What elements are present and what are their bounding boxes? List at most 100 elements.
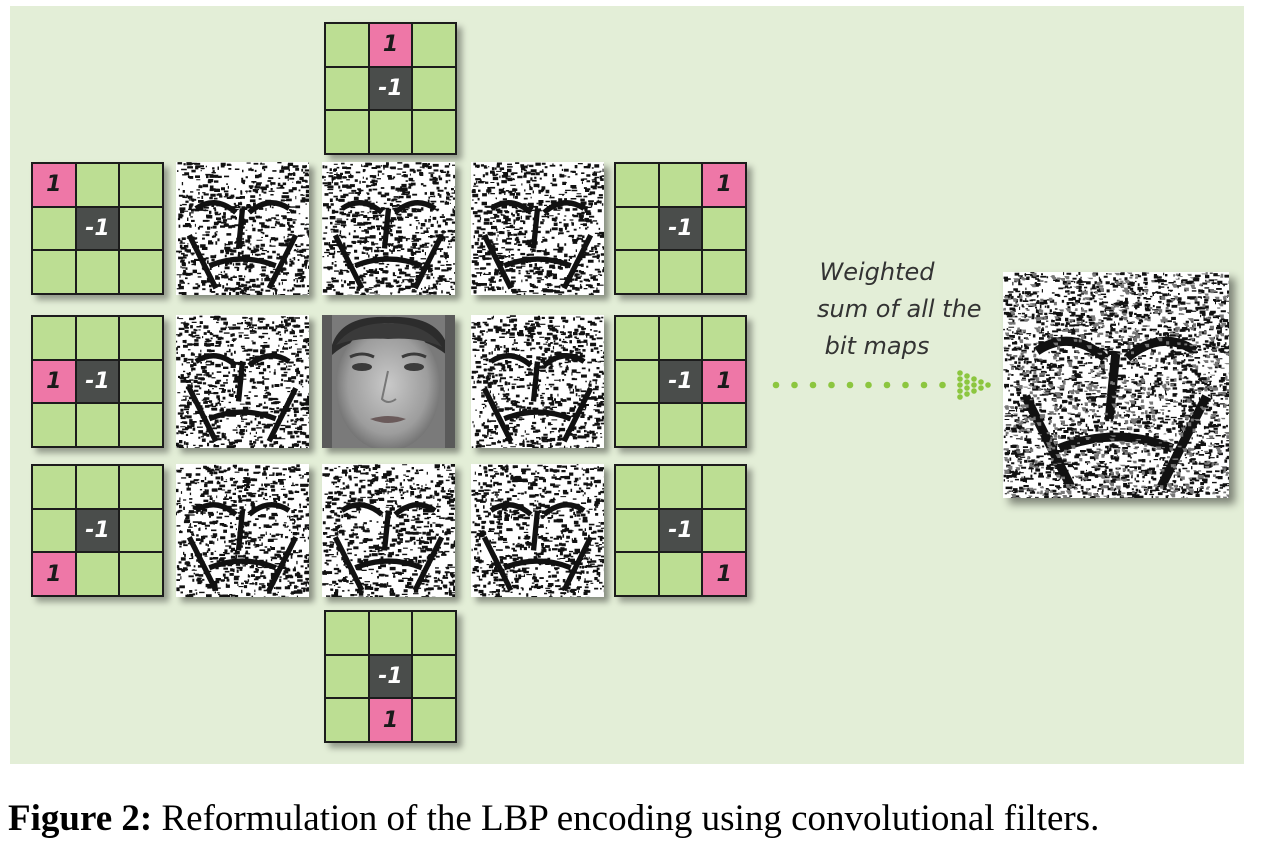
filter-top-right: 1-1 — [614, 162, 747, 295]
filter-cell — [120, 207, 162, 250]
filter-cell — [120, 553, 162, 595]
filter-cell: -1 — [76, 509, 119, 552]
filter-cell — [616, 404, 658, 446]
filter-cell — [616, 317, 658, 359]
filter-cell — [33, 251, 75, 293]
filter-cell — [326, 612, 368, 654]
filter-cell — [659, 404, 702, 446]
filter-cell — [326, 24, 368, 66]
filter-cell — [703, 404, 745, 446]
filter-left: 1-1 — [31, 315, 164, 448]
filter-cell — [326, 111, 368, 153]
filter-cell — [120, 251, 162, 293]
filter-cell — [369, 111, 412, 153]
filter-cell — [616, 164, 658, 206]
filter-cell — [659, 466, 702, 508]
filter-cell: 1 — [33, 164, 75, 206]
figure-caption-text: Reformulation of the LBP encoding using … — [152, 798, 1100, 839]
arrow-label-line: sum of all the — [817, 295, 982, 323]
bitmap-texture — [322, 162, 455, 295]
face-photo — [322, 315, 455, 448]
filter-cell: -1 — [659, 207, 702, 250]
bitmap-top-right — [471, 162, 604, 295]
filter-cell: -1 — [659, 360, 702, 403]
filter-cell — [413, 111, 455, 153]
filter-cell: 1 — [369, 699, 412, 741]
filter-cell — [33, 466, 75, 508]
filter-cell — [703, 466, 745, 508]
filter-cell — [76, 251, 119, 293]
filter-cell — [120, 509, 162, 552]
filter-cell — [616, 207, 658, 250]
bitmap-left — [176, 315, 309, 448]
filter-cell — [120, 404, 162, 446]
filter-cell — [76, 553, 119, 595]
filter-cell: -1 — [369, 655, 412, 698]
filter-cell — [413, 67, 455, 110]
bitmap-texture — [471, 315, 604, 448]
filter-cell — [33, 509, 75, 552]
bitmap-bottom-right — [471, 464, 604, 597]
filter-cell — [120, 466, 162, 508]
filter-top: 1-1 — [324, 22, 457, 155]
filter-cell — [659, 164, 702, 206]
bitmap-texture — [471, 464, 604, 597]
filter-cell: -1 — [76, 360, 119, 403]
filter-cell — [413, 612, 455, 654]
bitmap-texture — [322, 464, 455, 597]
filter-cell — [76, 164, 119, 206]
filter-cell — [616, 553, 658, 595]
bitmap-texture — [176, 464, 309, 597]
filter-cell — [616, 466, 658, 508]
filter-cell — [326, 655, 368, 698]
dotted-arrow-icon — [772, 370, 991, 400]
filter-cell: -1 — [659, 509, 702, 552]
face-photo-image — [322, 315, 455, 448]
filter-cell — [616, 509, 658, 552]
filter-cell — [369, 612, 412, 654]
bitmap-right — [471, 315, 604, 448]
bitmap-texture — [176, 162, 309, 295]
bitmap-texture — [1003, 272, 1229, 498]
filter-cell — [413, 699, 455, 741]
filter-cell — [659, 251, 702, 293]
filter-cell — [413, 655, 455, 698]
bitmap-texture — [471, 162, 604, 295]
filter-cell — [33, 207, 75, 250]
filter-cell: -1 — [76, 207, 119, 250]
filter-cell — [120, 360, 162, 403]
filter-cell: 1 — [369, 24, 412, 66]
filter-cell: 1 — [703, 360, 745, 403]
filter-top-left: 1-1 — [31, 162, 164, 295]
figure-caption: Figure 2: Reformulation of the LBP encod… — [8, 797, 1258, 840]
filter-cell — [703, 509, 745, 552]
filter-cell: 1 — [703, 164, 745, 206]
filter-cell — [33, 317, 75, 359]
filter-cell: -1 — [369, 67, 412, 110]
arrow-label-line: bit maps — [824, 332, 930, 360]
figure-label: Figure 2: — [8, 798, 153, 839]
bitmap-bottom-left — [176, 464, 309, 597]
filter-cell — [616, 251, 658, 293]
bitmap-top-left — [176, 162, 309, 295]
bitmap-top — [322, 162, 455, 295]
filter-cell — [703, 317, 745, 359]
filter-cell — [326, 699, 368, 741]
filter-cell: 1 — [703, 553, 745, 595]
filter-cell — [76, 466, 119, 508]
filter-cell — [616, 360, 658, 403]
filter-cell — [76, 317, 119, 359]
arrow-label: Weighted sum of all the bit maps — [817, 254, 982, 365]
filter-cell — [76, 404, 119, 446]
arrow-label-line: Weighted — [819, 258, 935, 286]
weighted-sum-image — [1003, 272, 1229, 498]
filter-cell — [120, 164, 162, 206]
filter-cell: 1 — [33, 360, 75, 403]
filter-cell — [120, 317, 162, 359]
bitmap-texture — [176, 315, 309, 448]
